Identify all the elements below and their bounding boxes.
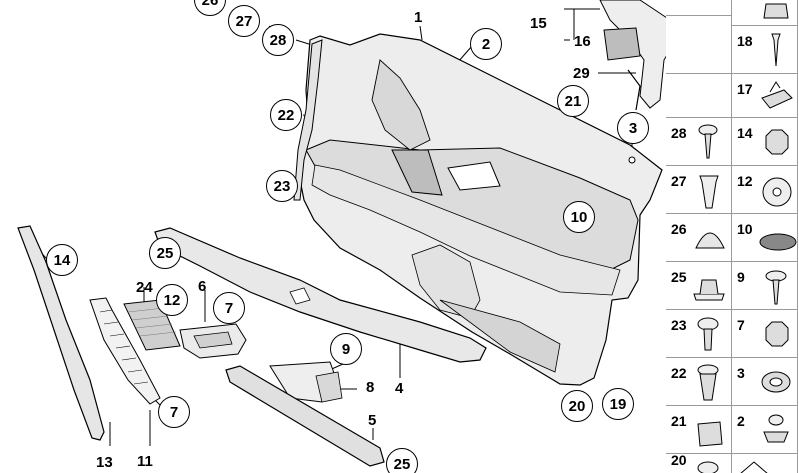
grid-cell-part-14: 14: [732, 118, 798, 166]
grid-label: 27: [671, 173, 687, 189]
bracket-clip-icon: [761, 81, 793, 109]
grid-cell-blank: [666, 0, 732, 16]
pillar-cover: [17, 225, 105, 441]
callout-7b: 7: [158, 396, 190, 428]
door-bracket-assembly: [599, 0, 666, 111]
pin-icon: [771, 33, 781, 67]
callout-19: 19: [602, 388, 634, 420]
grid-label: 9: [737, 269, 745, 285]
callout-28: 28: [262, 24, 294, 56]
bolt-icon: [697, 317, 719, 351]
cap-icon: [695, 232, 725, 249]
grid-cell-part-21: 21: [666, 406, 732, 454]
badge-icon: [759, 233, 797, 251]
grid-cell-part-7: 7: [732, 310, 798, 358]
screw-icon: [765, 270, 787, 305]
grid-cell-part-22: 22: [666, 358, 732, 406]
door-seal-strip: [293, 39, 323, 201]
callout-11: 11: [137, 453, 153, 470]
grid-label: 18: [737, 33, 753, 49]
screw-head-icon: [697, 461, 719, 473]
callout-1: 1: [414, 9, 423, 26]
callout-3: 3: [617, 112, 649, 144]
grid-cell-part-12: 12: [732, 166, 798, 214]
grid-label: 14: [737, 125, 753, 141]
callout-10: 10: [563, 201, 595, 233]
grid-cell-part-20: 20: [666, 452, 732, 473]
grid-label: 21: [671, 413, 687, 429]
arrow-icon: [740, 461, 768, 473]
grid-cell-part-26: 26: [666, 214, 732, 262]
callout-12: 12: [156, 284, 188, 316]
nut-icon: [765, 129, 789, 155]
exploded-view-drawing: [17, 0, 666, 467]
door-trim-panel: [299, 33, 663, 386]
fastener-reference-grid: 18 17 28 14: [666, 0, 799, 473]
callout-14: 14: [46, 244, 78, 276]
callout-22: 22: [270, 99, 302, 131]
map-pocket: [225, 365, 385, 467]
grid-label: 28: [671, 125, 687, 141]
grid-label: 22: [671, 365, 687, 381]
clip-nut-icon: [693, 279, 725, 301]
callout-5: 5: [368, 412, 377, 429]
grid-cell-clip-top: [732, 0, 798, 26]
nut-icon: [765, 321, 789, 347]
grid-cell-part-2: 2: [732, 406, 798, 454]
callout-25b: 25: [386, 448, 418, 473]
grid-cell-part-18: 18: [732, 26, 798, 74]
grid-cell-empty: [666, 74, 732, 118]
push-clip-icon: [697, 364, 719, 401]
grid-cell-part-10: 10: [732, 214, 798, 262]
callout-27: 27: [228, 5, 260, 37]
clamp-icon: [697, 421, 723, 447]
callout-16: 16: [574, 33, 591, 50]
grid-label: 3: [737, 365, 745, 381]
callout-21: 21: [557, 85, 589, 117]
grid-cell-part-25: 25: [666, 262, 732, 310]
callout-25a: 25: [149, 237, 181, 269]
grid-label: 10: [737, 221, 753, 237]
clip-icon: [763, 414, 789, 443]
door-handle-cover: [179, 323, 247, 359]
callout-23: 23: [266, 170, 298, 202]
grid-cell-empty: [666, 16, 732, 74]
callout-20: 20: [561, 390, 593, 422]
clip-icon: [763, 3, 789, 19]
grid-cell-part-23: 23: [666, 310, 732, 358]
star-clip-icon: [762, 177, 792, 207]
grid-cell-part-28: 28: [666, 118, 732, 166]
expansion-rivet-icon: [699, 175, 719, 209]
grid-cell-part-17: 17: [732, 74, 798, 118]
callout-24: 24: [136, 279, 153, 296]
grid-cell-part-9: 9: [732, 262, 798, 310]
callout-15: 15: [530, 15, 547, 32]
callout-8: 8: [366, 379, 375, 396]
callout-2: 2: [470, 28, 502, 60]
screw-icon: [698, 124, 718, 159]
callout-9: 9: [330, 333, 362, 365]
grid-label: 7: [737, 317, 745, 333]
grid-label: 23: [671, 317, 687, 333]
grid-cell-part-27: 27: [666, 166, 732, 214]
callout-29: 29: [573, 65, 590, 82]
callout-13: 13: [96, 454, 113, 471]
grid-cell-part-3: 3: [732, 358, 798, 406]
callout-4: 4: [395, 380, 404, 397]
grid-label: 26: [671, 221, 687, 237]
callout-6: 6: [198, 278, 207, 295]
grid-label: 12: [737, 173, 753, 189]
grid-label: 2: [737, 413, 745, 429]
grid-label: 17: [737, 81, 753, 97]
grid-label: 20: [671, 452, 687, 468]
grommet-icon: [761, 371, 791, 393]
callout-7a: 7: [213, 292, 245, 324]
armrest: [154, 227, 487, 363]
grid-cell-blank: [732, 454, 798, 473]
window-bracket: [89, 297, 161, 405]
grid-label: 25: [671, 269, 687, 285]
speaker-grille: [123, 299, 181, 351]
